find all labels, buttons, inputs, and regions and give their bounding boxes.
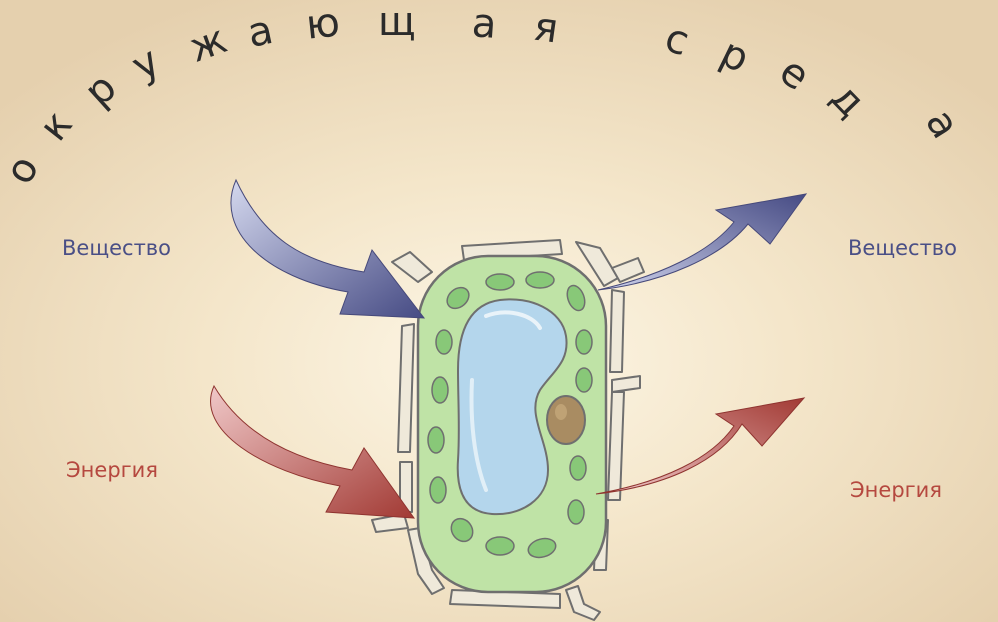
nucleus <box>546 395 586 445</box>
vacuole <box>456 298 568 516</box>
energy-in-label: Энергия <box>66 458 158 482</box>
substance-in-label: Вещество <box>62 236 172 260</box>
energy-out-arrow <box>595 397 806 495</box>
cell-wall <box>371 239 645 621</box>
title-letter: щ <box>378 0 416 45</box>
energy-in-arrow <box>210 384 416 519</box>
substance-out-arrow <box>597 193 808 291</box>
energy-out-label: Энергия <box>850 478 942 502</box>
substance-in-arrow <box>230 178 426 319</box>
chloroplasts <box>427 271 593 559</box>
substance-out-label: Вещество <box>848 236 958 260</box>
title-letter: ю <box>303 0 342 49</box>
title-letter: а <box>470 0 499 48</box>
